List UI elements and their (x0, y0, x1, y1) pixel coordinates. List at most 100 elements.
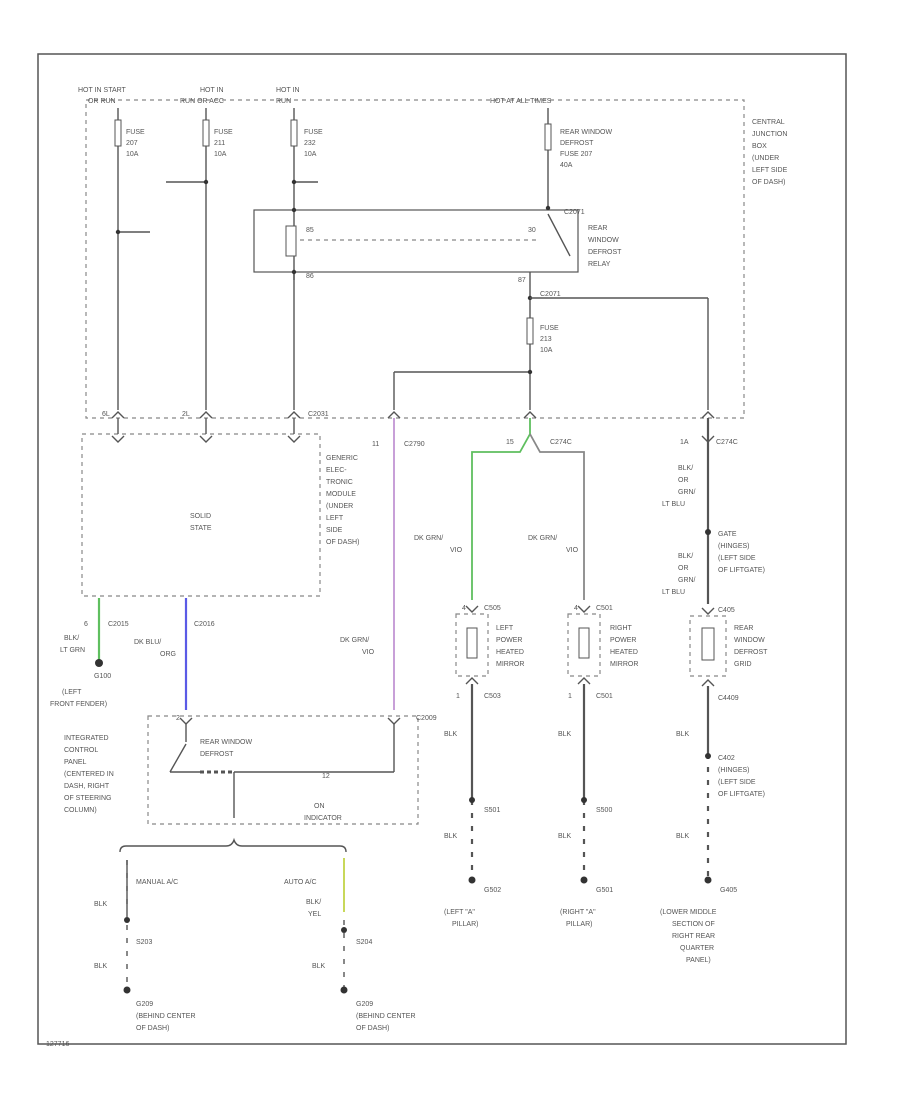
svg-text:213: 213 (540, 336, 552, 343)
right-a-pillar-label: (RIGHT "A" PILLAR) (560, 909, 596, 928)
svg-text:FUSE: FUSE (304, 129, 323, 136)
svg-text:OF DASH): OF DASH) (356, 1025, 389, 1032)
svg-text:PILLAR): PILLAR) (566, 921, 592, 928)
svg-text:DEFROST: DEFROST (200, 751, 234, 758)
option-brace (119, 837, 347, 853)
svg-text:ORG: ORG (160, 651, 176, 658)
ground-g100-label: G100 (94, 673, 111, 680)
cjb-connector-pin: 1A (680, 439, 689, 446)
gem-pin: 11 (372, 441, 379, 448)
svg-text:INDICATOR: INDICATOR (304, 815, 342, 822)
connector-chevrons (111, 411, 715, 419)
splice-node (115, 229, 121, 235)
svg-text:REAR WINDOW: REAR WINDOW (560, 129, 613, 136)
connector-c2016: C2016 (194, 621, 215, 628)
svg-text:(RIGHT "A": (RIGHT "A" (560, 909, 596, 916)
ground-g502: G502 (484, 887, 501, 894)
fuse-232-symbol: FUSE 232 10A (290, 119, 323, 158)
dk-grn-vio-right-label: DK GRN/ VIO (528, 535, 579, 554)
connector-c2071b: C2071 (540, 291, 561, 298)
blk-label: BLK (558, 731, 572, 738)
auto-ac-label: AUTO A/C (284, 879, 317, 886)
svg-text:(HINGES): (HINGES) (718, 543, 750, 550)
splice-s500: S500 (596, 807, 612, 814)
svg-text:207: 207 (126, 140, 138, 147)
svg-text:OF LIFTGATE): OF LIFTGATE) (718, 567, 765, 574)
svg-text:BLK/: BLK/ (678, 465, 693, 472)
svg-text:BOX: BOX (752, 143, 767, 150)
pin-label: 4 (462, 605, 466, 612)
svg-text:VIO: VIO (450, 547, 463, 554)
splice-s203: S203 (136, 939, 152, 946)
blk-or-grn-lt-blu-label-2: BLK/ OR GRN/ LT BLU (662, 553, 696, 596)
svg-text:HOT IN START: HOT IN START (78, 87, 127, 94)
svg-text:RELAY: RELAY (588, 261, 611, 268)
right-mirror-outline (567, 613, 601, 677)
gate-hinges-label: GATE (HINGES) (LEFT SIDE OF LIFTGATE) (718, 531, 765, 574)
ground-g501: G501 (596, 887, 613, 894)
cjb-connector: C274C (550, 439, 572, 446)
svg-text:(UNDER: (UNDER (326, 503, 353, 510)
svg-text:10A: 10A (304, 151, 317, 158)
svg-text:OF STEERING: OF STEERING (64, 795, 111, 802)
svg-text:PANEL: PANEL (64, 759, 87, 766)
svg-text:10A: 10A (540, 347, 553, 354)
svg-text:BLK/: BLK/ (678, 553, 693, 560)
blk-label: BLK (676, 731, 690, 738)
svg-text:DASH, RIGHT: DASH, RIGHT (64, 783, 110, 790)
svg-text:CONTROL: CONTROL (64, 747, 98, 754)
svg-text:OR RUN: OR RUN (88, 98, 116, 105)
diagram-frame (37, 53, 847, 1045)
hot-at-all-times-label: HOT AT ALL TIMES (490, 98, 552, 105)
svg-text:GRN/: GRN/ (678, 489, 696, 496)
svg-text:211: 211 (214, 140, 225, 147)
svg-text:FUSE: FUSE (540, 325, 559, 332)
icp-outline (147, 715, 419, 825)
svg-text:HOT IN: HOT IN (276, 87, 300, 94)
right-mirror-heater-element (578, 627, 590, 659)
svg-text:(LEFT SIDE: (LEFT SIDE (718, 555, 756, 562)
blk-label: BLK (444, 731, 458, 738)
hot-in-run-label: HOT IN RUN (276, 87, 300, 105)
relay-pin-label: 87 (518, 277, 526, 284)
rear-window-defrost-relay-label: REAR WINDOW DEFROST RELAY (588, 225, 622, 268)
svg-text:COLUMN): COLUMN) (64, 807, 97, 814)
svg-text:(LEFT SIDE: (LEFT SIDE (718, 779, 756, 786)
svg-text:MIRROR: MIRROR (610, 661, 638, 668)
svg-text:LT BLU: LT BLU (662, 501, 685, 508)
svg-text:SOLID: SOLID (190, 513, 211, 520)
svg-text:DK GRN/: DK GRN/ (414, 535, 443, 542)
svg-text:(LEFT "A": (LEFT "A" (444, 909, 475, 916)
svg-text:DK GRN/: DK GRN/ (528, 535, 557, 542)
svg-text:DK BLU/: DK BLU/ (134, 639, 161, 646)
left-mirror-outline (455, 613, 489, 677)
blk-label: BLK (94, 963, 108, 970)
svg-text:OR: OR (678, 477, 689, 484)
right-mirror-label: RIGHT POWER HEATED MIRROR (610, 625, 638, 668)
svg-text:RUN: RUN (276, 98, 291, 105)
svg-text:HOT IN: HOT IN (200, 87, 224, 94)
cjb-connector: C274C (716, 439, 738, 446)
cjb-connector-pin: 2L (182, 411, 190, 418)
cjb-connector-pin: 6L (102, 411, 110, 418)
central-junction-box-label: CENTRAL JUNCTION BOX (UNDER LEFT SIDE OF… (752, 119, 788, 186)
splice-s501: S501 (484, 807, 500, 814)
connector-c4409: C4409 (718, 695, 739, 702)
pin-label: 6 (84, 621, 88, 628)
svg-text:LT BLU: LT BLU (662, 589, 685, 596)
left-mirror-heater-element (466, 627, 478, 659)
svg-text:LT GRN: LT GRN (60, 647, 85, 654)
fuse-211-symbol: FUSE 211 10A (202, 119, 233, 158)
splice-s204: S204 (356, 939, 372, 946)
svg-text:232: 232 (304, 140, 316, 147)
icp-pin: 2 (176, 715, 180, 722)
behind-center-of-dash-label: (BEHIND CENTER OF DASH) (136, 1013, 196, 1032)
svg-text:REAR: REAR (588, 225, 607, 232)
behind-center-of-dash-label: (BEHIND CENTER OF DASH) (356, 1013, 416, 1032)
svg-text:10A: 10A (126, 151, 139, 158)
connector-c2015: C2015 (108, 621, 129, 628)
ground-g209: G209 (356, 1001, 373, 1008)
pin-label: 1 (568, 693, 572, 700)
svg-text:BLK/: BLK/ (64, 635, 79, 642)
blk-label: BLK (676, 833, 690, 840)
